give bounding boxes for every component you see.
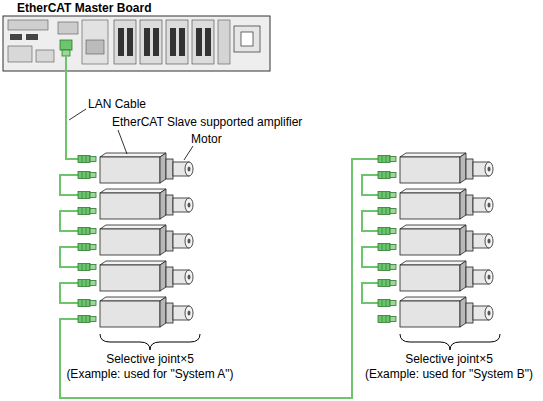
lan-connectors: [78, 156, 396, 323]
master-board: EtherCAT Master Board: [3, 0, 271, 72]
lan-cable: [60, 56, 378, 398]
amplifier-label: EtherCAT Slave supported amplifier: [112, 115, 302, 129]
motor-label: Motor: [191, 132, 222, 146]
group-brackets: [100, 334, 500, 350]
master-board-illustration: [3, 16, 270, 71]
group-note: (Example: used for "System A"): [66, 367, 233, 381]
cable-label: LAN Cable: [88, 97, 146, 111]
group-label: Selective joint×5: [106, 352, 194, 366]
group-note: (Example: used for "System B"): [365, 367, 533, 381]
amplifier-motor-units: [100, 153, 493, 327]
board-title: EtherCAT Master Board: [17, 1, 151, 15]
group-label: Selective joint×5: [405, 352, 493, 366]
